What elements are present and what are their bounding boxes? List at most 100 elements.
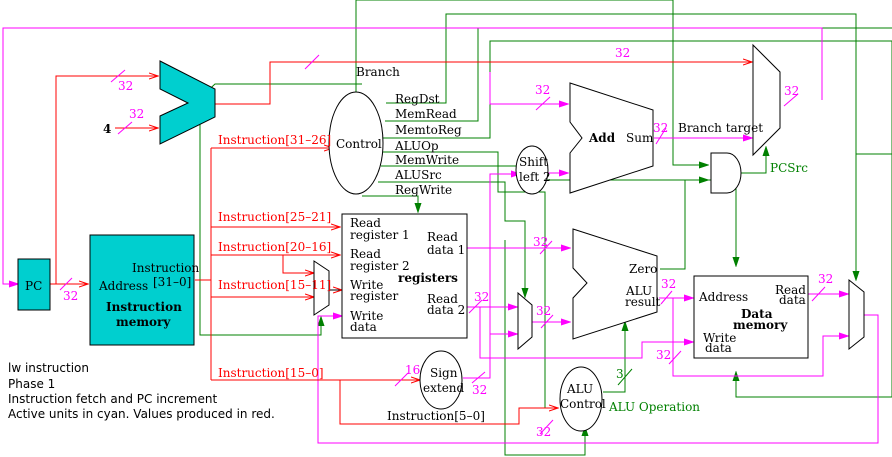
signal-memtoreg: MemtoReg <box>395 123 462 137</box>
signal-aluop: ALUOp <box>394 139 439 153</box>
register-file <box>341 213 468 339</box>
alu <box>572 228 658 340</box>
im-address-label: Address <box>98 279 148 293</box>
shift-1: Shift <box>519 155 548 169</box>
dm-title-2: memory <box>733 318 788 332</box>
memtoreg-mux <box>848 278 865 351</box>
wire-branch <box>355 0 708 165</box>
wire-regwrite <box>362 195 418 212</box>
wire-pc-feedback <box>2 27 823 284</box>
rd1-a: Read <box>427 230 458 244</box>
wire-funct <box>339 380 558 425</box>
bw-alu-result: 32 <box>661 277 676 291</box>
signal-regwrite: RegWrite <box>395 183 452 197</box>
rd2-a: Read <box>427 292 458 306</box>
field-opcode: Instruction[31–26] <box>218 133 331 147</box>
wire-aluop-to-alucontrol <box>504 240 585 456</box>
bw-sum-out: 32 <box>653 121 668 135</box>
wire-aluop <box>383 151 546 408</box>
pc-register <box>17 258 51 311</box>
im-title-1: Instruction <box>106 300 182 314</box>
signal-regdst: RegDst <box>395 92 440 106</box>
wire-alu-result-bypass <box>672 298 848 377</box>
wire-rt-mux <box>282 255 314 273</box>
shift-left-2-unit <box>515 145 549 195</box>
wire-adder-out <box>214 62 752 105</box>
alusrc-mux <box>517 291 533 351</box>
caption-line-4: Active units in cyan. Values produced in… <box>8 407 275 421</box>
wire-memtoreg <box>380 40 892 398</box>
dm-address: Address <box>698 290 748 304</box>
bw-pc-out: 32 <box>63 289 78 303</box>
wire-regdst-mux <box>199 83 362 336</box>
rd1-b: data 1 <box>427 243 465 257</box>
bw-adder-out: 32 <box>615 46 630 60</box>
dm-write-2: data <box>705 341 732 355</box>
wire-instr-bus <box>210 148 333 380</box>
caption-line-2: Phase 1 <box>8 377 55 391</box>
bw-pc-mux-out: 32 <box>784 84 799 98</box>
branch-adder <box>569 82 654 194</box>
pc-adder <box>159 60 216 145</box>
registers-title: registers <box>398 271 458 285</box>
bw-write-data-dm: 32 <box>656 348 671 362</box>
im-output-range: [31–0] <box>153 275 191 289</box>
field-rd: Instruction[15–11] <box>218 278 331 292</box>
bw-sign-in: 16 <box>405 363 420 377</box>
signal-memwrite: MemWrite <box>395 153 459 167</box>
dm-read-2: data <box>779 293 806 307</box>
sign-extend-unit <box>419 350 463 410</box>
wr-b: register <box>350 289 398 303</box>
field-rs: Instruction[25–21] <box>218 210 331 224</box>
pc-mux <box>752 43 781 157</box>
caption-line-1: lw instruction <box>8 361 89 375</box>
wire-alu-operation <box>603 322 625 393</box>
datapath-wires <box>2 27 879 444</box>
bw-dm-read-data: 32 <box>818 272 833 286</box>
alu-zero-label: Zero <box>629 262 657 276</box>
bw-alusrc-mux-out: 32 <box>536 304 551 318</box>
bw-adder-in-b: 32 <box>129 107 144 121</box>
wr-a: Write <box>350 278 383 292</box>
data-memory <box>693 275 809 359</box>
branch-and-gate <box>710 152 742 194</box>
wd-b: data <box>350 320 377 334</box>
wire-writeback <box>317 315 879 444</box>
wire-rd2-to-dm <box>479 307 693 359</box>
wire-pc4-to-branch-add <box>489 72 568 104</box>
caption-line-3: Instruction fetch and PC increment <box>8 392 217 406</box>
dm-write-1: Write <box>703 331 736 345</box>
rr1-a: Read <box>350 216 381 230</box>
bus-width-labels: 32 32 32 32 32 32 32 32 32 32 16 32 32 3… <box>63 46 833 439</box>
wire-pcsrc <box>741 147 766 174</box>
rr2-a: Read <box>350 247 381 261</box>
branch-target-label: Branch target <box>678 121 763 135</box>
value-wires <box>50 62 752 425</box>
field-rt: Instruction[20–16] <box>218 240 331 254</box>
alu-control-1: ALU <box>566 382 593 396</box>
instruction-memory <box>89 234 195 346</box>
control-signal-labels: Branch RegDst MemRead MemtoReg ALUOp Mem… <box>356 65 462 197</box>
pc-label: PC <box>25 279 42 293</box>
im-title-2: memory <box>116 315 171 329</box>
bw-sign-out: 32 <box>472 383 487 397</box>
register-port-labels: Read register 1 Read register 2 Write re… <box>350 216 465 334</box>
dm-read-1: Read <box>775 283 806 297</box>
const-4-label: 4 <box>103 122 111 136</box>
rd2-b: data 2 <box>427 303 465 317</box>
alu-result-2: result <box>625 295 661 309</box>
alu-operation-label: ALU Operation <box>608 400 700 414</box>
dm-title-1: Data <box>741 307 773 321</box>
wire-pc-to-adder <box>55 76 158 284</box>
im-instruction-label: Instruction <box>132 261 200 275</box>
alu-control-2: Control <box>560 397 606 411</box>
pcsrc-label: PCSrc <box>770 161 808 175</box>
bw-adder-in-a: 32 <box>118 79 133 93</box>
instruction-field-labels: Instruction[31–26] Instruction[25–21] In… <box>218 133 485 423</box>
wire-zero-and <box>660 180 708 270</box>
field-funct: Instruction[5–0] <box>387 409 485 423</box>
regdst-mux <box>313 260 330 316</box>
sign-extend-2: extend <box>423 381 465 395</box>
control-unit <box>328 91 384 195</box>
